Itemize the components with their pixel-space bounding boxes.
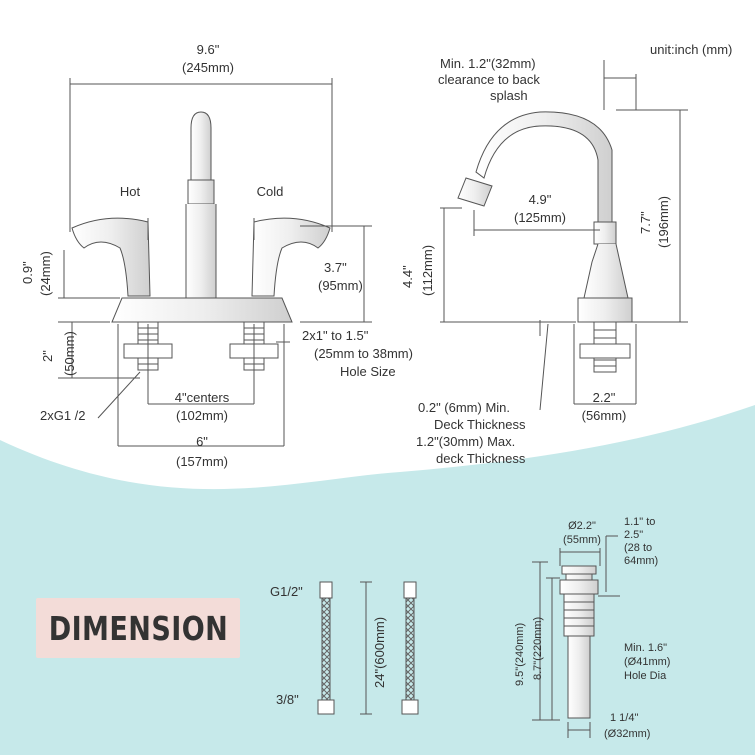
drain xyxy=(532,535,620,738)
drain-pipe-mm: (Ø32mm) xyxy=(604,728,651,740)
base-width-inches: 6" xyxy=(196,434,208,449)
front-height-inches: 3.7" xyxy=(324,260,347,275)
shank-length-inches: 2" xyxy=(40,350,55,362)
reach-inches: 4.9" xyxy=(528,192,552,207)
drain-top-mm: (55mm) xyxy=(563,534,601,546)
side-base-mm: (56mm) xyxy=(581,408,627,423)
deck-line2: Deck Thickness xyxy=(434,417,526,432)
side-faucet xyxy=(457,111,633,373)
hoses xyxy=(317,581,419,715)
hose-length: 24"(600mm) xyxy=(372,616,387,688)
shank-length-mm: (50mm) xyxy=(62,331,77,376)
drain-range-line2: 2.5" xyxy=(624,529,644,541)
hole-size-line3: Hole Size xyxy=(340,364,396,379)
unit-label: unit:inch (mm) xyxy=(650,42,733,57)
drain-hole-line1: Min. 1.6" xyxy=(624,642,668,654)
drain-body-height: 8.7"(220mm) xyxy=(532,616,544,680)
front-height-mm: (95mm) xyxy=(318,278,363,293)
side-dimension-lines xyxy=(440,60,688,411)
dimension-badge: DIMENSION xyxy=(36,598,240,658)
deck-line4: deck Thickness xyxy=(436,451,526,466)
drain-range-line1: 1.1" to xyxy=(624,516,656,528)
reach-mm: (125mm) xyxy=(513,210,567,225)
background-wave xyxy=(0,405,755,755)
hole-size-line1: 2x1" to 1.5" xyxy=(302,328,369,343)
drain-range-line3: (28 to xyxy=(624,542,653,554)
base-width-mm: (157mm) xyxy=(175,454,229,469)
drain-hole-line2: (Ø41mm) xyxy=(624,656,671,668)
drain-range-line4: 64mm) xyxy=(624,555,659,567)
handle-height-mm: (24mm) xyxy=(38,251,53,296)
front-width-inches: 9.6" xyxy=(196,42,220,57)
drain-top-inches: Ø2.2" xyxy=(568,520,596,532)
clearance-line3: splash xyxy=(490,88,528,103)
front-faucet xyxy=(71,111,331,371)
hose-bottom-thread: 3/8" xyxy=(276,692,299,707)
clearance-line1: Min. 1.2"(32mm) xyxy=(440,56,536,71)
drain-hole-line3: Hole Dia xyxy=(624,670,667,682)
side-base-inches: 2.2" xyxy=(592,390,616,405)
front-dimension-lines xyxy=(58,78,372,447)
total-height-inches: 7.7" xyxy=(638,211,653,234)
handle-height-inches: 0.9" xyxy=(20,261,35,284)
centers-inches: 4"centers xyxy=(174,390,230,405)
drain-pipe-inches: 1 1/4" xyxy=(610,712,639,724)
deck-line1: 0.2" (6mm) Min. xyxy=(418,400,511,415)
deck-line3: 1.2"(30mm) Max. xyxy=(416,434,516,449)
dimension-badge-text: DIMENSION xyxy=(48,608,228,648)
front-width-mm: (245mm) xyxy=(181,60,235,75)
hot-label: Hot xyxy=(119,184,141,199)
total-height-mm: (196mm) xyxy=(656,195,671,248)
spout-height-mm: (112mm) xyxy=(420,244,435,296)
drain-total-height: 9.5"(240mm) xyxy=(514,622,526,686)
hose-top-thread: G1/2" xyxy=(270,584,303,599)
hole-size-line2: (25mm to 38mm) xyxy=(314,346,413,361)
clearance-line2: clearance to back xyxy=(438,72,540,87)
spout-height-inches: 4.4" xyxy=(400,265,415,288)
centers-mm: (102mm) xyxy=(175,408,229,423)
cold-label: Cold xyxy=(256,184,284,199)
thread-label: 2xG1 /2 xyxy=(40,408,86,423)
